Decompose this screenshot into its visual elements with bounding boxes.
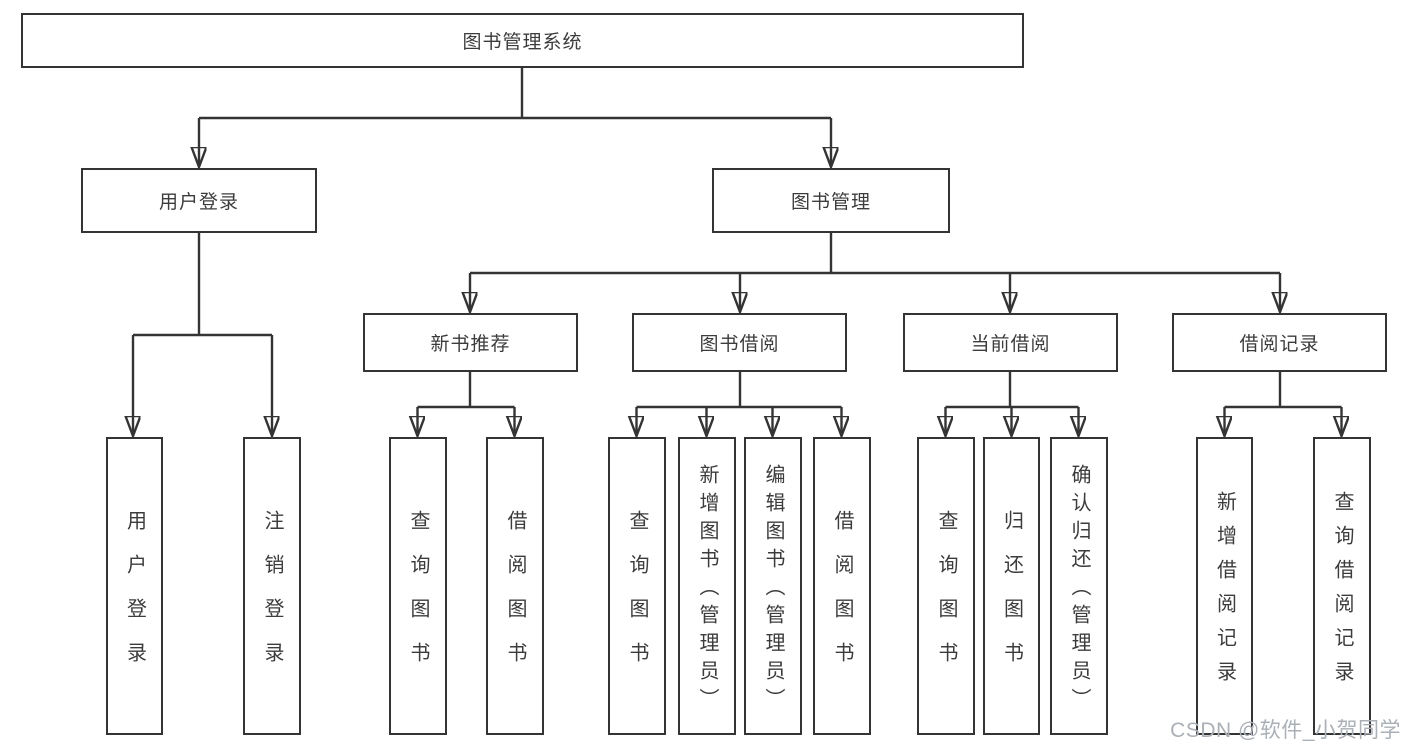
leaf-query-books-current: 查询图书 [917, 437, 975, 735]
node-user-login: 用户登录 [81, 168, 317, 233]
node-book-borrow-label: 图书借阅 [699, 334, 780, 355]
leaf-borrow-books-label: 借阅图书 [831, 510, 853, 686]
leaf-query-books-borrow: 查询图书 [608, 437, 666, 735]
leaf-edit-books-admin: 编辑图书（管理员） [744, 437, 802, 735]
leaf-add-borrow-record: 新增借阅记录 [1196, 437, 1253, 735]
node-borrow-records: 借阅记录 [1172, 313, 1387, 372]
leaf-query-books-recommend-label: 查询图书 [407, 510, 429, 686]
leaf-borrow-books: 借阅图书 [813, 437, 871, 735]
node-book-borrow: 图书借阅 [632, 313, 847, 372]
leaf-query-books-recommend: 查询图书 [389, 437, 447, 735]
watermark: CSDN @软件_小贺同学 [1170, 719, 1401, 742]
node-root-label: 图书管理系统 [462, 32, 583, 53]
leaf-borrow-books-recommend-label: 借阅图书 [504, 510, 526, 686]
edges-book-borrow [637, 372, 842, 436]
leaf-query-books-borrow-label: 查询图书 [626, 510, 648, 686]
node-current-borrow: 当前借阅 [903, 313, 1118, 372]
edges-borrow-records [1225, 372, 1342, 436]
leaf-logout: 注销登录 [243, 437, 301, 735]
node-borrow-records-label: 借阅记录 [1239, 334, 1320, 355]
edges-current-borrow [946, 372, 1079, 436]
leaf-query-books-current-label: 查询图书 [935, 510, 957, 686]
edges-book-management [470, 233, 1280, 312]
node-root: 图书管理系统 [21, 13, 1024, 68]
edges-new-book-recommend [418, 372, 515, 436]
edges-user-login [133, 233, 272, 436]
leaf-return-books: 归还图书 [983, 437, 1040, 735]
leaf-user-login-label: 用户登录 [123, 510, 146, 686]
leaf-add-books-admin-label: 新增图书（管理员） [696, 464, 718, 716]
leaf-edit-books-admin-label: 编辑图书（管理员） [762, 464, 784, 716]
leaf-add-books-admin: 新增图书（管理员） [678, 437, 736, 735]
leaf-borrow-books-recommend: 借阅图书 [486, 437, 544, 735]
node-user-login-label: 用户登录 [158, 192, 239, 213]
leaf-return-books-label: 归还图书 [1000, 510, 1023, 686]
node-new-book-recommend-label: 新书推荐 [430, 334, 511, 355]
leaf-query-borrow-record: 查询借阅记录 [1313, 437, 1371, 735]
leaf-user-login: 用户登录 [106, 437, 163, 735]
leaf-logout-label: 注销登录 [261, 510, 283, 686]
node-book-management: 图书管理 [712, 168, 950, 233]
leaf-confirm-return-admin-label: 确认归还（管理员） [1068, 464, 1090, 716]
leaf-query-borrow-record-label: 查询借阅记录 [1331, 491, 1353, 695]
node-current-borrow-label: 当前借阅 [970, 334, 1051, 355]
node-new-book-recommend: 新书推荐 [363, 313, 578, 372]
leaf-confirm-return-admin: 确认归还（管理员） [1050, 437, 1108, 735]
node-book-management-label: 图书管理 [790, 192, 871, 213]
leaf-add-borrow-record-label: 新增借阅记录 [1213, 491, 1236, 695]
edges-root [199, 68, 831, 167]
